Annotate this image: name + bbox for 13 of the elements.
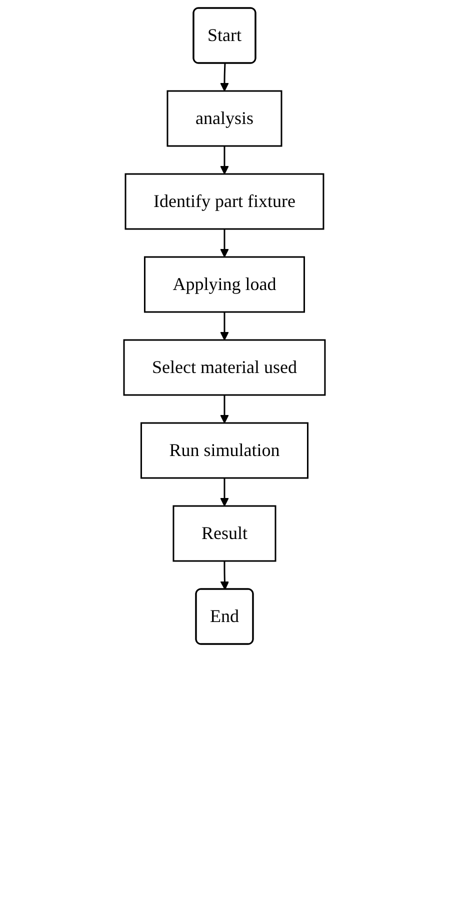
arrow — [220, 229, 229, 258]
node-box: Select material used — [123, 339, 326, 396]
arrow — [220, 63, 229, 92]
arrow — [220, 561, 230, 590]
node-box: analysis — [166, 90, 282, 147]
node-box: Applying load — [144, 256, 305, 313]
node-box: Run simulation — [140, 422, 308, 479]
node-box: Identify part fixture — [124, 173, 324, 230]
arrow — [220, 146, 229, 174]
arrow — [220, 478, 229, 506]
arrow — [220, 395, 229, 424]
node-box: Result — [172, 505, 276, 562]
arrow — [220, 312, 229, 340]
